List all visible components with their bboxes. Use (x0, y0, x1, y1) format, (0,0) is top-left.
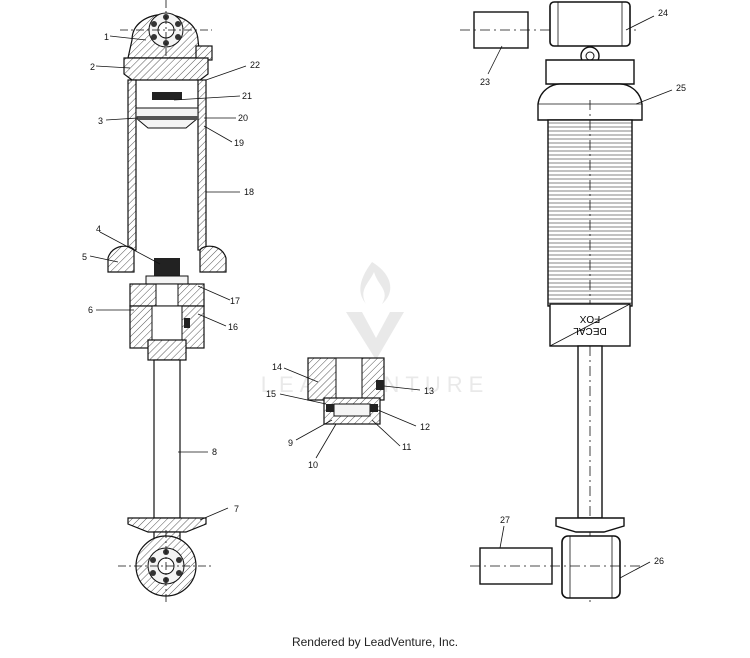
body-cap-25 (545, 59, 635, 85)
callouts: 1 2 3 4 5 6 7 8 9 10 11 12 13 14 15 16 1… (82, 8, 686, 566)
body-cap (123, 57, 209, 81)
callout-3: 3 (98, 116, 103, 126)
decal-text-fox: FOX (579, 313, 600, 324)
v-logo-icon (346, 312, 404, 360)
preload-collar-right (199, 245, 227, 273)
floating-piston-top (152, 92, 182, 100)
callout-1: 1 (104, 32, 109, 42)
callout-26: 26 (654, 556, 664, 566)
decal-text-decal: DECAL (573, 325, 607, 336)
callout-9: 9 (288, 438, 293, 448)
callout-6: 6 (88, 305, 93, 315)
callout-21: 21 (242, 91, 252, 101)
seal-head-detail (307, 357, 385, 425)
body-tube-left-wall (127, 79, 137, 251)
shock-section-view (107, 0, 227, 604)
callout-27: 27 (500, 515, 510, 525)
callout-2: 2 (90, 62, 95, 72)
footer-credit: Rendered by LeadVenture, Inc. (291, 635, 459, 649)
bumper-plate (127, 517, 207, 533)
callout-10: 10 (308, 460, 318, 470)
callout-13: 13 (424, 386, 434, 396)
callout-20: 20 (238, 113, 248, 123)
callout-8: 8 (212, 447, 217, 457)
callout-15: 15 (266, 389, 276, 399)
callout-4: 4 (96, 224, 101, 234)
callout-11: 11 (402, 442, 411, 452)
callout-19: 19 (234, 138, 244, 148)
shaft (153, 359, 181, 519)
callout-23: 23 (480, 77, 490, 87)
seal-head-nut (154, 258, 180, 276)
callout-17: 17 (230, 296, 240, 306)
shock-assembly-view: FOX DECAL (460, 1, 643, 604)
callout-18: 18 (244, 187, 254, 197)
flame-logo-icon (360, 262, 391, 304)
body-tube-right-wall (197, 79, 207, 251)
callout-22: 22 (250, 60, 260, 70)
callout-14: 14 (272, 362, 282, 372)
preload-collar-left (107, 245, 135, 273)
callout-7: 7 (234, 504, 239, 514)
callout-16: 16 (228, 322, 238, 332)
bumper-assembly (555, 517, 625, 533)
callout-24: 24 (658, 8, 668, 18)
bottom-eye-26 (561, 535, 621, 599)
callout-25: 25 (676, 83, 686, 93)
callout-12: 12 (420, 422, 430, 432)
leader-lines (89, 15, 673, 579)
callout-5: 5 (82, 252, 87, 262)
top-eye-24 (549, 1, 631, 47)
